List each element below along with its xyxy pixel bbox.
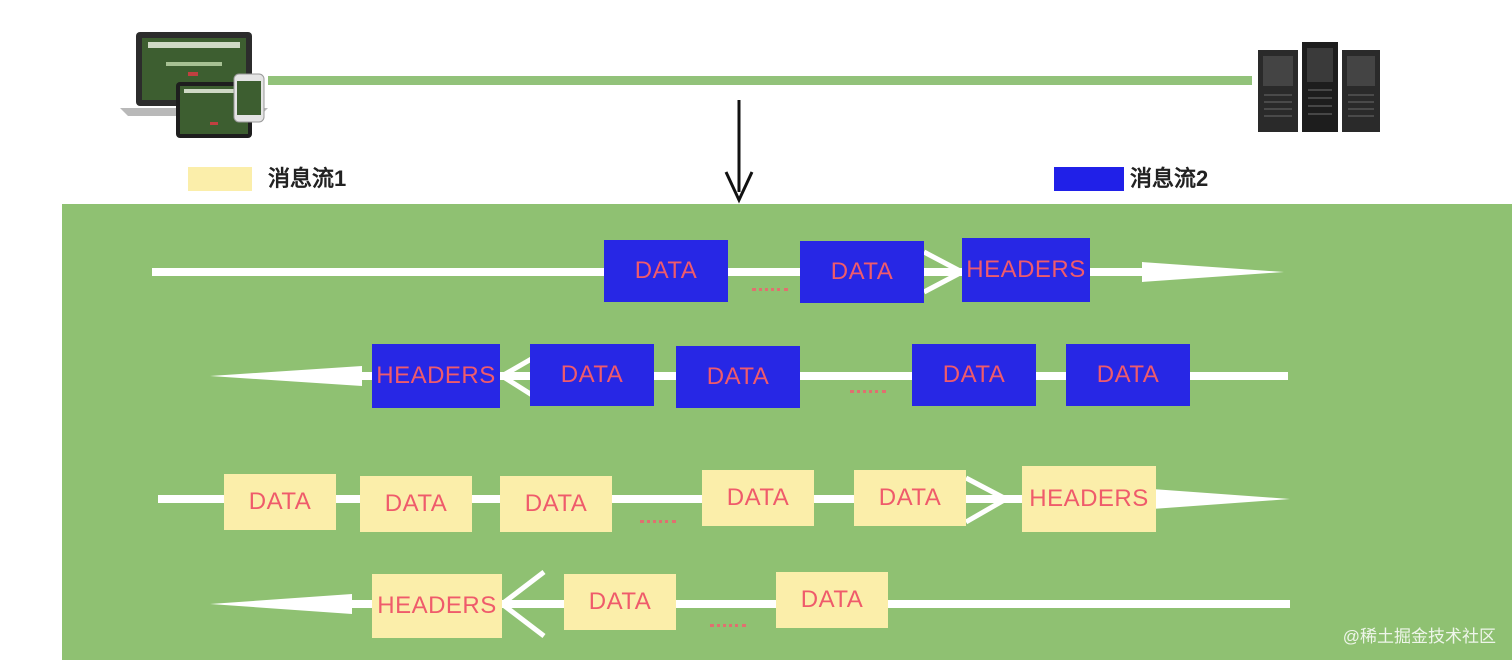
frame-data: DATA — [676, 346, 800, 408]
frame-headers: HEADERS — [372, 574, 502, 638]
frame-data: DATA — [604, 240, 728, 302]
ellipsis-dots — [850, 390, 886, 396]
stream-line-3 — [158, 475, 1290, 525]
down-arrow-icon — [724, 100, 754, 204]
frame-data: DATA — [500, 476, 612, 532]
stream-line-2 — [210, 351, 1288, 403]
ellipsis-dots — [710, 624, 746, 630]
frame-headers: HEADERS — [372, 344, 500, 408]
frame-headers: HEADERS — [1022, 466, 1156, 532]
legend-label-stream-2: 消息流2 — [1130, 166, 1209, 191]
legend-label-stream-1: 消息流1 — [268, 166, 347, 191]
frame-data: DATA — [1066, 344, 1190, 406]
legend-swatch-stream-2 — [1054, 167, 1124, 191]
laptop-tablet-phone-icon — [120, 32, 268, 138]
frame-headers: HEADERS — [962, 238, 1090, 302]
frame-data: DATA — [530, 344, 654, 406]
legend-swatch-stream-1 — [188, 167, 252, 191]
frame-data: DATA — [360, 476, 472, 532]
ellipsis-dots — [640, 520, 676, 526]
frame-data: DATA — [564, 574, 676, 630]
server-tower-icon — [1258, 42, 1380, 132]
watermark: @稀土掘金技术社区 — [1342, 627, 1496, 646]
frame-data: DATA — [776, 572, 888, 628]
frame-data: DATA — [912, 344, 1036, 406]
frame-data: DATA — [854, 470, 966, 526]
frame-data: DATA — [800, 241, 924, 303]
frame-data: DATA — [702, 470, 814, 526]
stream-panel: DATA DATA HEADERS HEADERS DATA DATA DATA… — [62, 204, 1512, 660]
ellipsis-dots — [752, 288, 788, 294]
connection-line — [268, 76, 1252, 85]
frame-data: DATA — [224, 474, 336, 530]
